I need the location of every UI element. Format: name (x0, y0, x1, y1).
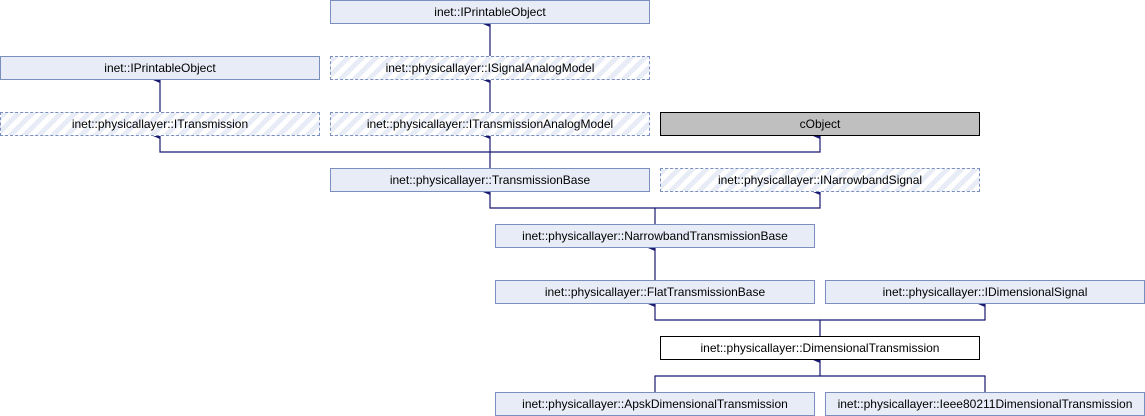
edge-transbase-to-cobject (490, 133, 821, 153)
edge-narrowbase-to-inarrowband (655, 189, 821, 209)
node-cobject: cObject (660, 112, 980, 136)
node-itransmission[interactable]: inet::physicallayer::ITransmission (0, 112, 320, 136)
node-inarrowbandsignal[interactable]: inet::physicallayer::INarrowbandSignal (660, 168, 980, 192)
node-transmissionbase[interactable]: inet::physicallayer::TransmissionBase (330, 168, 650, 192)
node-dimensionaltransmission: inet::physicallayer::DimensionalTransmis… (660, 336, 980, 360)
edge-narrowbase-to-transbase (483, 189, 656, 224)
node-apskdimensionaltransmission[interactable]: inet::physicallayer::ApskDimensionalTran… (495, 392, 815, 416)
node-itransmissionanalogmodel[interactable]: inet::physicallayer::ITransmissionAnalog… (330, 112, 650, 136)
edge-apsk-to-dimtrans (654, 357, 821, 392)
node-narrowbandtransmissionbase[interactable]: inet::physicallayer::NarrowbandTransmiss… (495, 224, 815, 248)
node-flattransmissionbase[interactable]: inet::physicallayer::FlatTransmissionBas… (495, 280, 815, 304)
edge-dimtrans-to-flatbase (648, 301, 821, 336)
node-isignalanalogmodel[interactable]: inet::physicallayer::ISignalAnalogModel (330, 56, 650, 80)
node-iprintableobject-top[interactable]: inet::IPrintableObject (330, 0, 650, 24)
node-ieee80211dimensionaltransmission[interactable]: inet::physicallayer::Ieee80211Dimensiona… (825, 392, 1145, 416)
edge-dimtrans-to-idimsignal (820, 301, 986, 321)
node-idimensionalsignal[interactable]: inet::physicallayer::IDimensionalSignal (825, 280, 1145, 304)
edge-transbase-to-itransmission (153, 133, 490, 153)
node-iprintableobject-left[interactable]: inet::IPrintableObject (0, 56, 320, 80)
edge-ieee-to-dimtrans (820, 375, 986, 392)
